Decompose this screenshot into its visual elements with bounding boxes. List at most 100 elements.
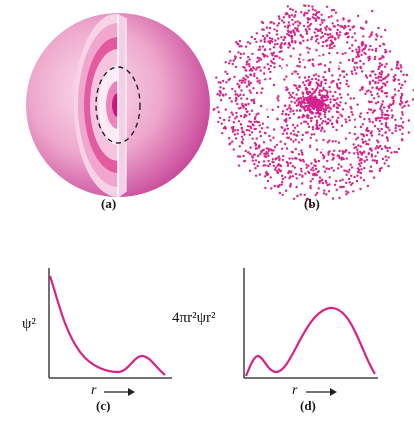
density-dot	[322, 54, 324, 56]
density-dot	[404, 80, 406, 82]
density-dot	[348, 178, 350, 180]
density-dot	[339, 180, 341, 182]
density-dot	[329, 91, 331, 93]
density-dot	[237, 133, 239, 135]
density-dot	[320, 97, 322, 99]
density-dot	[391, 109, 393, 111]
density-dot	[301, 153, 303, 155]
density-dot	[281, 183, 283, 185]
density-dot	[399, 129, 401, 131]
density-dot	[290, 55, 292, 57]
density-dot	[348, 152, 350, 154]
density-dot	[259, 46, 261, 48]
density-dot	[234, 90, 236, 92]
density-dot	[325, 193, 327, 195]
density-dot	[298, 153, 300, 155]
density-dot	[274, 146, 276, 148]
density-dot	[256, 92, 258, 94]
density-dot	[381, 148, 383, 150]
density-dot	[315, 168, 317, 170]
density-dot	[281, 58, 283, 60]
density-dot	[378, 79, 380, 81]
density-dot	[311, 100, 313, 102]
density-dot	[348, 171, 350, 173]
density-dot	[307, 51, 309, 53]
density-dot	[326, 25, 328, 27]
density-dot	[260, 92, 262, 94]
density-dot	[312, 58, 314, 60]
density-dot	[331, 47, 333, 49]
density-dot	[346, 83, 348, 85]
density-dot	[371, 49, 373, 51]
caption-d: (d)	[300, 398, 316, 414]
density-dot	[336, 189, 338, 191]
density-dot	[307, 123, 309, 125]
density-dot	[260, 69, 262, 71]
density-dot	[339, 93, 341, 95]
density-dot	[309, 145, 311, 147]
density-dot	[359, 66, 361, 68]
density-dot	[257, 121, 259, 123]
density-dot	[360, 152, 362, 154]
density-dot	[273, 66, 275, 68]
d-radial-probability-curve	[246, 308, 375, 376]
density-dot	[361, 70, 363, 72]
density-dot	[254, 142, 256, 144]
density-dot	[269, 163, 271, 165]
density-dot	[287, 30, 289, 32]
density-dot	[275, 167, 277, 169]
density-dot	[248, 65, 250, 67]
density-dot	[328, 16, 330, 18]
density-dot	[219, 90, 221, 92]
density-dot	[318, 109, 320, 111]
density-dot	[400, 70, 402, 72]
density-dot	[382, 158, 384, 160]
density-dot	[271, 152, 273, 154]
density-dot	[297, 24, 299, 26]
density-dot	[260, 105, 262, 107]
density-dot	[329, 61, 331, 63]
density-dot	[324, 64, 326, 66]
density-dot	[358, 47, 360, 49]
density-dot	[317, 83, 319, 85]
density-dot	[304, 5, 306, 7]
density-dot	[304, 109, 306, 111]
density-dot	[244, 81, 246, 83]
density-dot	[285, 190, 287, 192]
density-dot	[312, 13, 314, 15]
density-dot	[338, 197, 340, 199]
density-dot	[384, 51, 386, 53]
density-dot	[370, 109, 372, 111]
density-dot	[290, 30, 292, 32]
density-dot	[286, 124, 288, 126]
density-dot	[364, 140, 366, 142]
density-dot	[309, 24, 311, 26]
density-dot	[300, 11, 302, 13]
density-dot	[300, 34, 302, 36]
density-dot	[232, 63, 234, 65]
panel-d-plot	[244, 268, 378, 396]
density-dot	[228, 137, 230, 139]
density-dot	[352, 60, 354, 62]
density-dot	[254, 118, 256, 120]
density-dot	[241, 82, 243, 84]
density-dot	[377, 68, 379, 70]
density-dot	[332, 95, 334, 97]
density-dot	[231, 100, 233, 102]
density-dot	[317, 42, 319, 44]
density-dot	[326, 6, 328, 8]
density-dot	[243, 94, 245, 96]
density-dot	[321, 21, 323, 23]
density-dot	[353, 66, 355, 68]
density-dot	[353, 147, 355, 149]
density-dot	[326, 98, 328, 100]
density-dot	[379, 170, 381, 172]
density-dot	[356, 66, 358, 68]
density-dot	[395, 124, 397, 126]
density-dot	[325, 104, 327, 106]
density-dot	[297, 131, 299, 133]
density-dot	[240, 107, 242, 109]
density-dot	[353, 97, 355, 99]
density-dot	[374, 159, 376, 161]
